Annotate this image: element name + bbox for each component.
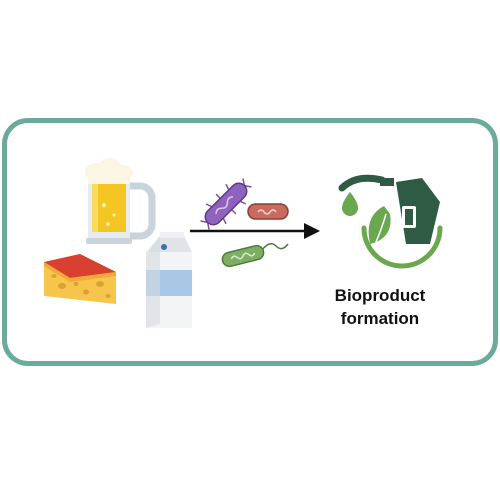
beer-mug-icon — [85, 158, 156, 244]
bacterium-purple-icon — [200, 178, 252, 230]
output-label: Bioproduct formation — [310, 284, 450, 330]
milk-carton-icon — [146, 232, 192, 328]
bacterium-red-icon — [247, 203, 289, 220]
output-label-line2: formation — [340, 309, 420, 328]
cheese-wedge-icon — [44, 254, 116, 304]
biofuel-pump-icon — [338, 174, 443, 269]
process-arrow — [190, 223, 320, 239]
bacterium-green-icon — [221, 243, 289, 268]
output-label-line1: Bioproduct — [334, 286, 426, 305]
